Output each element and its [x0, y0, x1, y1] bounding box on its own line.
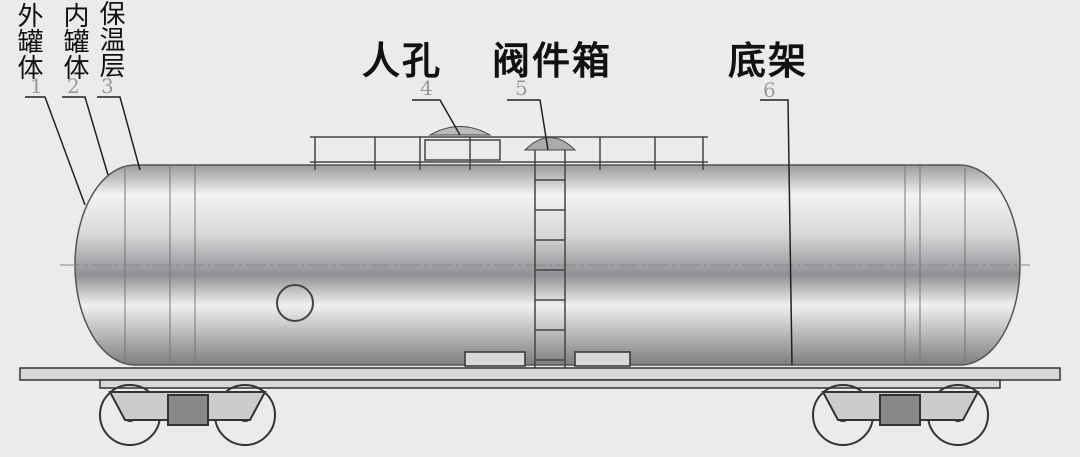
leader-lines: [25, 96, 793, 366]
callout-number-4: 4: [420, 76, 433, 100]
manhole-cover: [428, 126, 492, 136]
label-inner-tank: 内罐体: [59, 2, 89, 80]
underframe: [19, 351, 1061, 389]
ladder: [534, 150, 566, 370]
label-valve-box: 阀件箱: [492, 39, 613, 83]
top-railing: [310, 136, 708, 170]
valve-box: [523, 137, 577, 151]
callout-number-6: 6: [763, 78, 776, 102]
front-bogie: [99, 384, 276, 446]
label-outer-tank: 外罐体: [13, 2, 43, 80]
callout-number-2: 2: [67, 74, 80, 98]
side-manhole: [276, 284, 314, 322]
label-insulation: 保温层: [95, 0, 125, 78]
rear-bogie: [812, 384, 989, 446]
label-underframe: 底架: [728, 39, 809, 83]
callout-number-3: 3: [101, 74, 114, 98]
label-manhole: 人孔: [362, 39, 443, 83]
callout-number-5: 5: [515, 76, 528, 100]
callout-number-1: 1: [30, 74, 43, 98]
